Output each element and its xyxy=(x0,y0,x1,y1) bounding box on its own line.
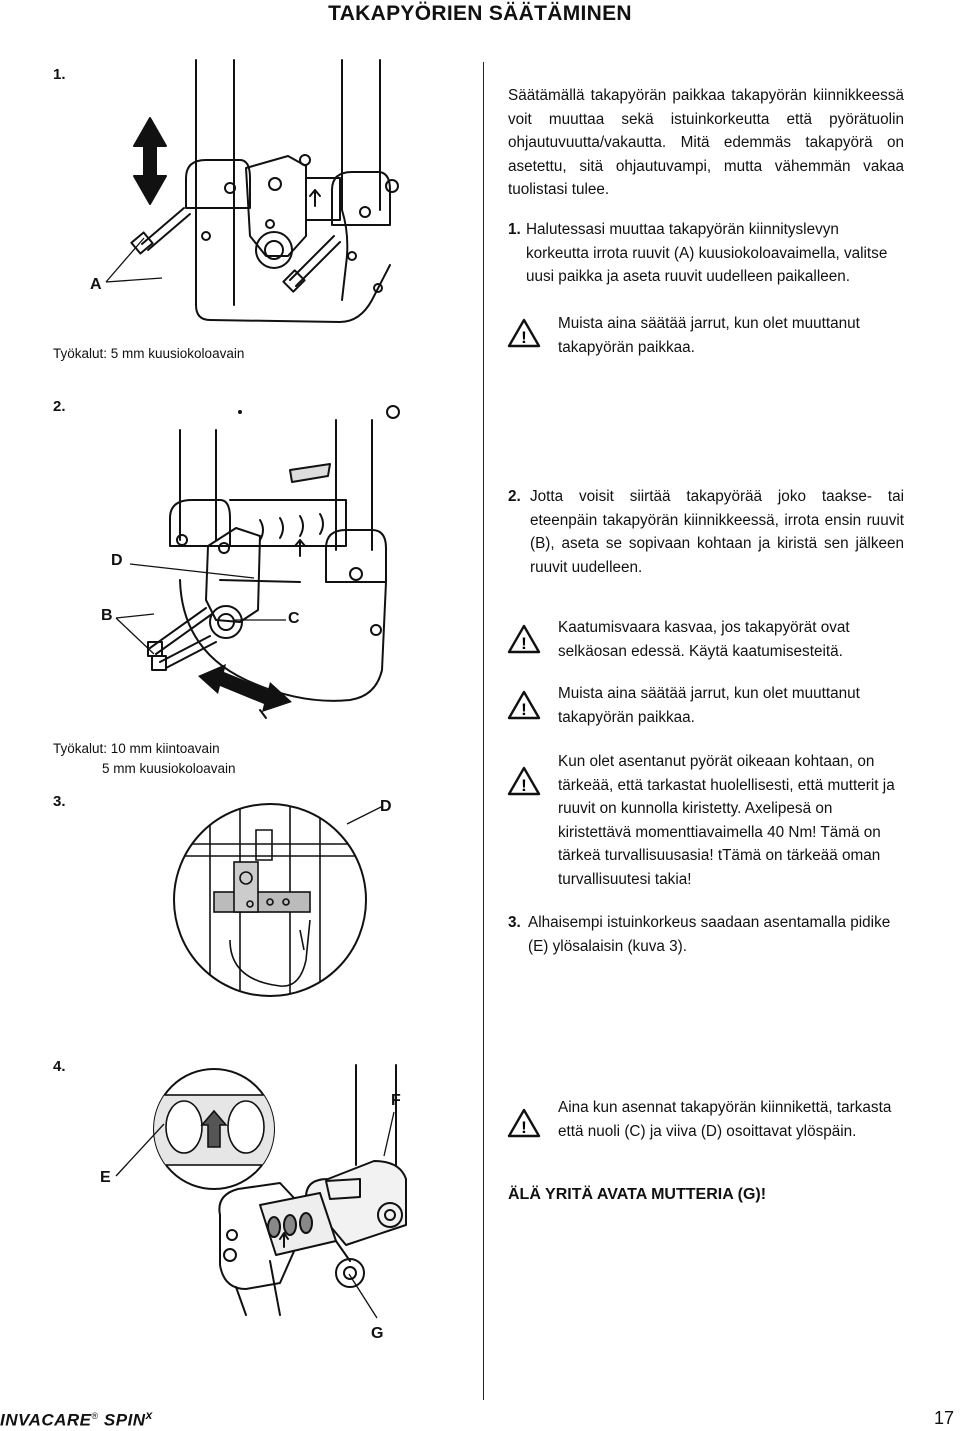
model-name: SPIN xyxy=(103,1410,146,1430)
step3-text: Alhaisempi istuinkorkeus saadaan asentam… xyxy=(528,914,891,955)
callout-e-leader xyxy=(115,1123,165,1177)
svg-text:!: ! xyxy=(521,1118,527,1137)
callout-d-fig2: D xyxy=(111,552,123,569)
warning-text-1: Muista aina säätää jarrut, kun olet muut… xyxy=(558,315,860,356)
warning-text-4: Kun olet asentanut pyörät oikeaan kohtaa… xyxy=(558,753,895,888)
brand-name: INVACARE xyxy=(0,1410,92,1430)
callout-g: G xyxy=(371,1325,384,1342)
svg-text:!: ! xyxy=(521,776,527,795)
step1-text: Halutessasi muuttaa takapyörän kiinnitys… xyxy=(526,221,888,285)
tools-fig2-line1: Työkalut: 10 mm kiintoavain xyxy=(53,741,220,756)
footer-brand: INVACARE® SPINx xyxy=(0,1408,153,1431)
figure-2-illustration xyxy=(147,405,400,719)
callout-d-leader-fig3 xyxy=(346,805,384,825)
warning-triangle-icon: ! xyxy=(507,318,541,348)
warning-text-5: Aina kun asennat takapyörän kiinnikettä,… xyxy=(558,1099,892,1140)
callout-c: C xyxy=(288,610,300,627)
callout-b: B xyxy=(101,607,113,624)
figure-4-illustration xyxy=(153,1064,407,1316)
callout-b-leaders xyxy=(115,613,155,655)
warning-text-2: Kaatumisvaara kasvaa, jos takapyörät ova… xyxy=(558,619,850,660)
callout-a-leaders xyxy=(105,237,163,283)
warning-triangle-icon: ! xyxy=(507,766,541,796)
page-number: 17 xyxy=(933,1408,954,1428)
callout-g-leader xyxy=(348,1273,378,1319)
warning-triangle-icon: ! xyxy=(507,1108,541,1138)
registered-mark: ® xyxy=(91,1411,99,1421)
column-divider xyxy=(483,62,484,1400)
tools-fig1: Työkalut: 5 mm kuusiokoloavain xyxy=(53,346,245,361)
step2-text: Jotta voisit siirtää takapyörää joko taa… xyxy=(530,488,904,576)
nut-warning: ÄLÄ YRITÄ AVATA MUTTERIA (G)! xyxy=(508,1186,767,1203)
callout-c-leader xyxy=(234,619,286,621)
step3-paragraph: 3. Alhaisempi istuinkorkeus saadaan asen… xyxy=(508,911,904,958)
step1-paragraph: 1. Halutessasi muuttaa takapyörän kiinni… xyxy=(508,218,904,289)
callout-a: A xyxy=(90,276,102,293)
model-superscript: x xyxy=(145,1408,153,1422)
svg-text:!: ! xyxy=(521,700,527,719)
step1-number: 1. xyxy=(508,221,521,238)
svg-text:!: ! xyxy=(521,328,527,347)
figure-1-illustration xyxy=(130,59,399,323)
step-label-3: 3. xyxy=(53,793,66,810)
callout-d-leader-fig2 xyxy=(129,563,255,579)
step3-number: 3. xyxy=(508,914,521,931)
callout-f-leader xyxy=(383,1111,395,1157)
step-label-4: 4. xyxy=(53,1058,66,1075)
warning-text-3: Muista aina säätää jarrut, kun olet muut… xyxy=(558,685,860,726)
step2-paragraph: 2. Jotta voisit siirtää takapyörää joko … xyxy=(508,485,904,579)
step-label-2: 2. xyxy=(53,398,66,415)
svg-text:!: ! xyxy=(521,634,527,653)
intro-paragraph: Säätämällä takapyörän paikkaa takapyörän… xyxy=(508,87,904,198)
step2-number: 2. xyxy=(508,488,521,505)
warning-triangle-icon: ! xyxy=(507,624,541,654)
warning-triangle-icon: ! xyxy=(507,690,541,720)
callout-e: E xyxy=(100,1169,111,1186)
figure-3-detail xyxy=(173,803,367,997)
tools-fig2-line2: 5 mm kuusiokoloavain xyxy=(102,761,236,776)
callout-d-fig3: D xyxy=(380,798,392,815)
step-label-1: 1. xyxy=(53,66,66,83)
page-title: TAKAPYÖRIEN SÄÄTÄMINEN xyxy=(328,2,632,25)
